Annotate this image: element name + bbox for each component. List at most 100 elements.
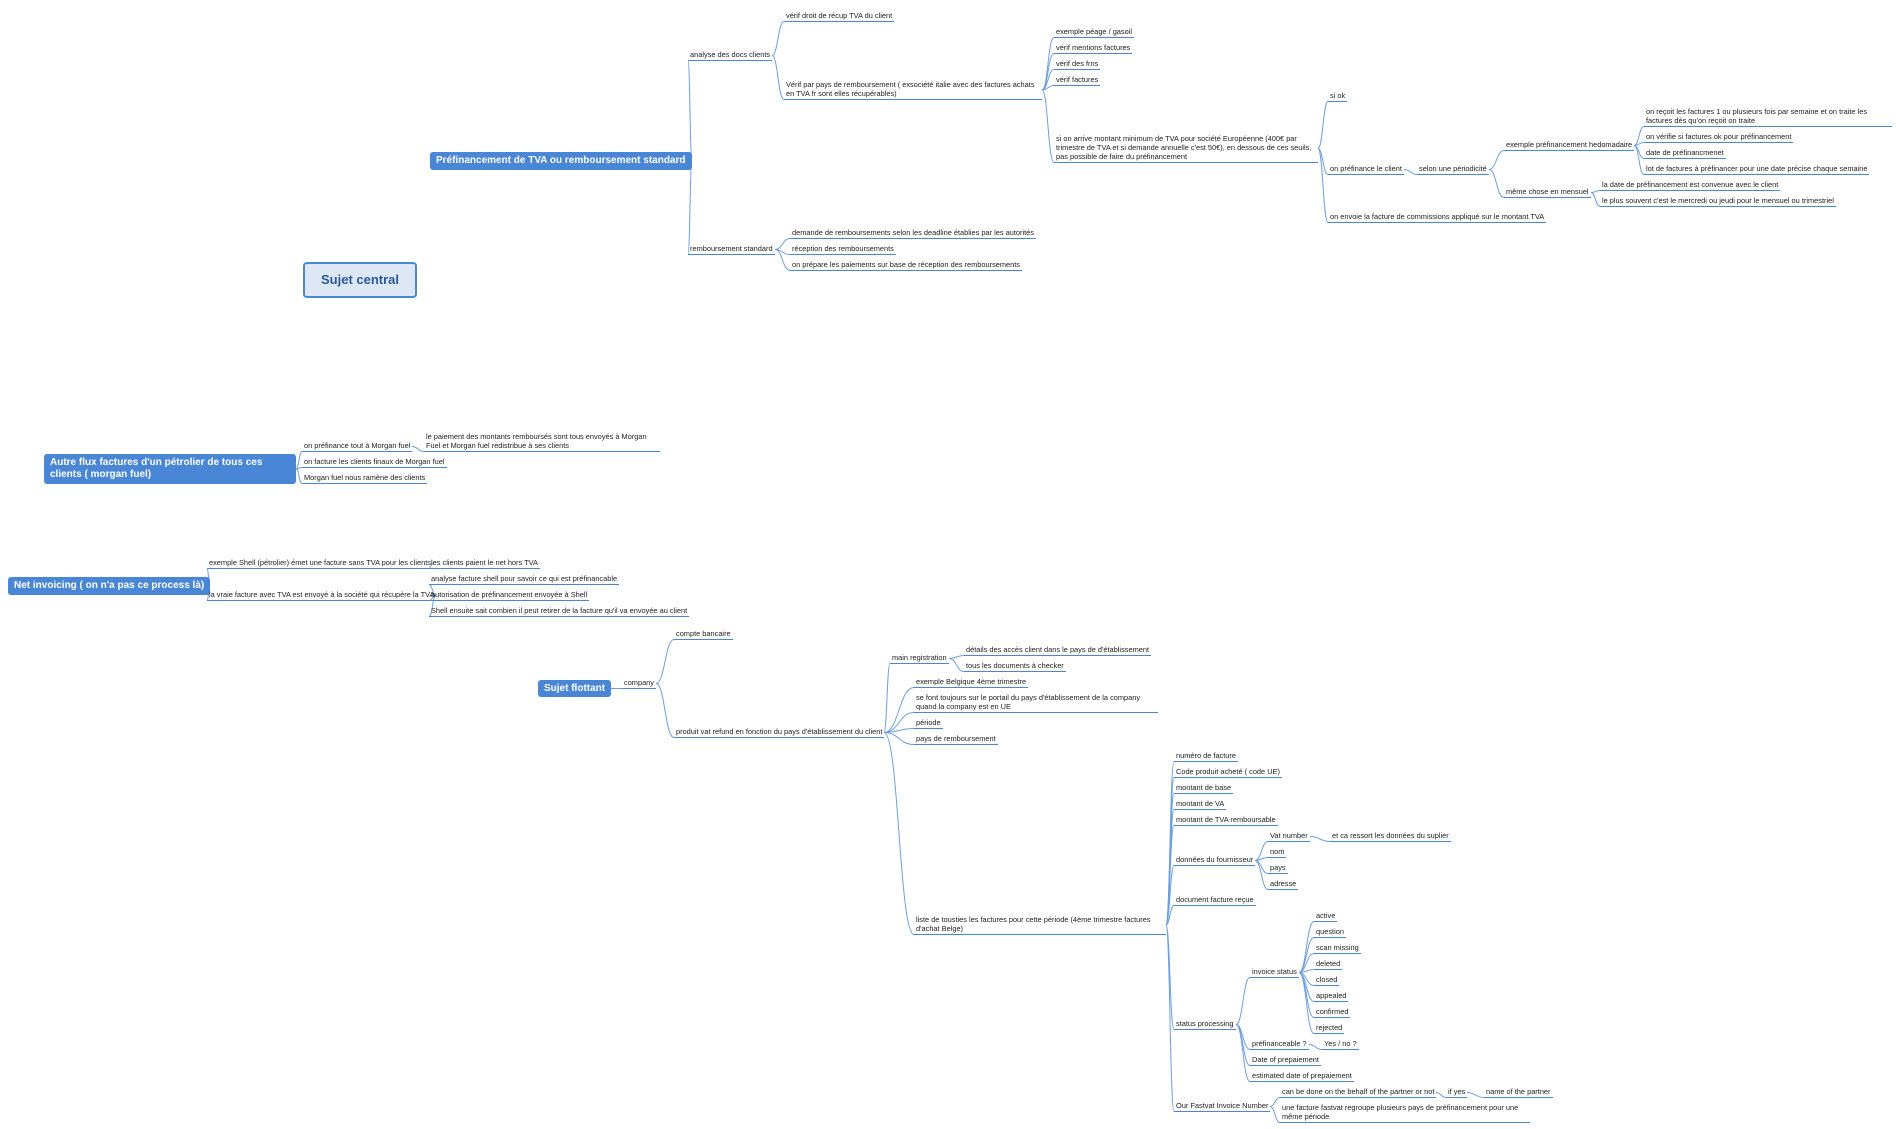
connector — [771, 21, 785, 56]
node-produit-vat-refund[interactable]: produit vat refund en fonction du pays d… — [674, 727, 885, 738]
node-estimated-date[interactable]: estimated date of prepaiement — [1250, 1071, 1354, 1082]
node-exemple-belgique[interactable]: exemple Belgique 4ème trimestre — [914, 677, 1029, 688]
node-name-partner[interactable]: name of the partner — [1484, 1087, 1553, 1098]
node-shell-sait[interactable]: Shell ensuite sait combien il peut retir… — [429, 606, 690, 617]
node-on-recoit[interactable]: on reçoit les factures 1 ou plusieurs fo… — [1644, 107, 1892, 127]
node-remboursement-standard[interactable]: remboursement standard — [688, 244, 775, 255]
node-montant-va[interactable]: montant de VA — [1174, 799, 1227, 810]
node-meme-chose-mensuel[interactable]: même chose en mensuel — [1504, 187, 1591, 198]
node-on-envoie-facture[interactable]: on envoie la facture de commissions appl… — [1328, 212, 1547, 223]
node-paiement-montants[interactable]: le paiement des montants remboursés sont… — [424, 432, 660, 452]
status-item[interactable]: deleted — [1314, 959, 1343, 970]
node-lot-factures[interactable]: lot de factures à préfinancer pour une d… — [1644, 164, 1870, 175]
node-et-ca-ressort[interactable]: et ca ressort les données du suplier — [1330, 831, 1451, 842]
node-verif-frns[interactable]: vérif des frns — [1054, 59, 1101, 70]
connector — [1269, 1097, 1281, 1107]
node-demande-remboursements[interactable]: demande de remboursements selon les dead… — [790, 228, 1036, 239]
node-la-date[interactable]: la date de préfinancement est convenue a… — [1600, 180, 1781, 191]
node-adresse[interactable]: adresse — [1268, 879, 1299, 890]
node-on-prefinance-client[interactable]: on préfinance le client — [1328, 164, 1404, 175]
node-analyse-docs[interactable]: analyse des docs clients — [688, 50, 773, 61]
connector — [883, 663, 891, 733]
node-prefinance-morgan[interactable]: on préfinance tout à Morgan fuel — [302, 441, 413, 452]
connector — [883, 732, 915, 745]
node-pays[interactable]: pays — [1268, 863, 1288, 874]
node-verif-pays[interactable]: Vérif par pays de remboursement ( exsoci… — [784, 80, 1042, 100]
node-compte-bancaire[interactable]: compte bancaire — [674, 629, 733, 640]
status-item[interactable]: rejected — [1314, 1023, 1345, 1034]
node-verif-factures[interactable]: vérif factures — [1054, 75, 1101, 86]
node-une-facture-fastvat[interactable]: une facture fastvat regroupe plusieurs p… — [1280, 1103, 1530, 1123]
node-analyse-facture-shell[interactable]: analyse facture shell pour savoir ce qui… — [429, 574, 620, 585]
node-details-acces[interactable]: détails des accès client dans le pays de… — [964, 645, 1151, 656]
connector — [1235, 1024, 1251, 1082]
node-numero-facture[interactable]: numéro de facture — [1174, 751, 1238, 762]
node-montant-base[interactable]: montant de base — [1174, 783, 1234, 794]
central-topic[interactable]: Sujet central — [303, 262, 418, 298]
node-verif-mentions[interactable]: vérif mentions factures — [1054, 43, 1133, 54]
status-item[interactable]: confirmed — [1314, 1007, 1351, 1018]
node-le-plus-souvent[interactable]: le plus souvent c'est le mercredi ou jeu… — [1600, 196, 1836, 207]
node-nom[interactable]: nom — [1268, 847, 1287, 858]
status-item[interactable]: active — [1314, 911, 1338, 922]
topic-net-invoicing[interactable]: Net invoicing ( on n'a pas ce process là… — [8, 577, 211, 595]
node-exemple-peage[interactable]: exemple péage / gasoil — [1054, 27, 1135, 38]
topic-prefinancement[interactable]: Préfinancement de TVA ou remboursement s… — [430, 152, 692, 170]
node-yes-no[interactable]: Yes / no ? — [1322, 1039, 1359, 1050]
node-on-facture-clients[interactable]: on facture les clients finaux de Morgan … — [302, 457, 447, 468]
node-invoice-status[interactable]: invoice status — [1250, 967, 1299, 978]
node-autorisation[interactable]: autorisation de préfinancement envoyée à… — [429, 590, 590, 601]
connector — [655, 639, 675, 684]
node-vraie-facture[interactable]: la vraie facture avec TVA est envoyé à l… — [207, 590, 437, 601]
node-main-registration[interactable]: main registration — [890, 653, 949, 664]
node-date-prefinancement[interactable]: date de préfinancmenet — [1644, 148, 1726, 159]
status-item[interactable]: appealed — [1314, 991, 1349, 1002]
node-selon-periodicite[interactable]: selon une périodicité — [1417, 164, 1489, 175]
node-donnees-fournisseur[interactable]: données du fournisseur — [1174, 855, 1256, 866]
topic-morgan-fuel[interactable]: Autre flux factures d'un pétrolier de to… — [44, 454, 296, 484]
connector — [1041, 53, 1055, 91]
connector — [1317, 148, 1329, 223]
node-company[interactable]: company — [622, 678, 656, 689]
node-se-font-toujours[interactable]: se font toujours sur le portail du pays … — [914, 693, 1158, 713]
connector — [883, 712, 915, 733]
node-our-fastvat[interactable]: Our Fastvat Invoice Number — [1174, 1101, 1271, 1112]
connector — [295, 468, 303, 484]
node-si-on-arrive[interactable]: si on arrive montant minimum de TVA pour… — [1054, 134, 1318, 163]
status-item[interactable]: scan missing — [1314, 943, 1361, 954]
status-item[interactable]: question — [1314, 927, 1346, 938]
topic-sujet-flottant[interactable]: Sujet flottant — [538, 680, 612, 697]
node-reception-remboursements[interactable]: réception des remboursements — [790, 244, 896, 255]
connector — [1041, 85, 1055, 91]
node-morgan-ramene[interactable]: Morgan fuel nous ramène des clients — [302, 473, 428, 484]
connector — [774, 238, 791, 250]
node-montant-tva[interactable]: montant de TVA remboursable — [1174, 815, 1278, 826]
node-on-prepare[interactable]: on prépare les paiements sur base de réc… — [790, 260, 1023, 271]
node-document-recu[interactable]: document facture reçue — [1174, 895, 1256, 906]
node-if-yes[interactable]: if yes — [1446, 1087, 1468, 1098]
connector — [1590, 190, 1601, 193]
node-on-verifie[interactable]: on vérifie si factures ok pour préfinanc… — [1644, 132, 1794, 143]
node-status-processing[interactable]: status processing — [1174, 1019, 1236, 1030]
node-can-be-done[interactable]: can be done on the behalf of the partner… — [1280, 1087, 1437, 1098]
node-si-ok[interactable]: si ok — [1328, 91, 1348, 102]
connector — [1165, 865, 1175, 926]
node-prefinanceable[interactable]: préfinanceable ? — [1250, 1039, 1309, 1050]
connector — [1269, 1106, 1281, 1123]
node-date-prepaiement[interactable]: Date of prepaiement — [1250, 1055, 1321, 1066]
node-verif-droit[interactable]: vérif droit de récup TVA du client — [784, 11, 895, 22]
node-exemple-shell[interactable]: exemple Shell (pétrolier) émet une factu… — [207, 558, 433, 569]
node-exemple-hebdo[interactable]: exemple préfinancement hedomadaire — [1504, 140, 1635, 151]
node-pays-remboursement[interactable]: pays de remboursement — [914, 734, 998, 745]
node-code-produit[interactable]: Code produit acheté ( code UE) — [1174, 767, 1282, 778]
node-periode[interactable]: période — [914, 718, 943, 729]
connector — [1403, 169, 1418, 175]
node-tous-documents[interactable]: tous les documents à checker — [964, 661, 1066, 672]
connector — [655, 683, 675, 738]
node-liste-factures[interactable]: liste de tousties les factures pour cett… — [914, 915, 1166, 935]
node-clients-paient[interactable]: les clients paient le net hors TVA — [429, 558, 540, 569]
node-vat-number[interactable]: Vat number — [1268, 831, 1310, 842]
status-item[interactable]: closed — [1314, 975, 1340, 986]
connector — [883, 687, 915, 733]
